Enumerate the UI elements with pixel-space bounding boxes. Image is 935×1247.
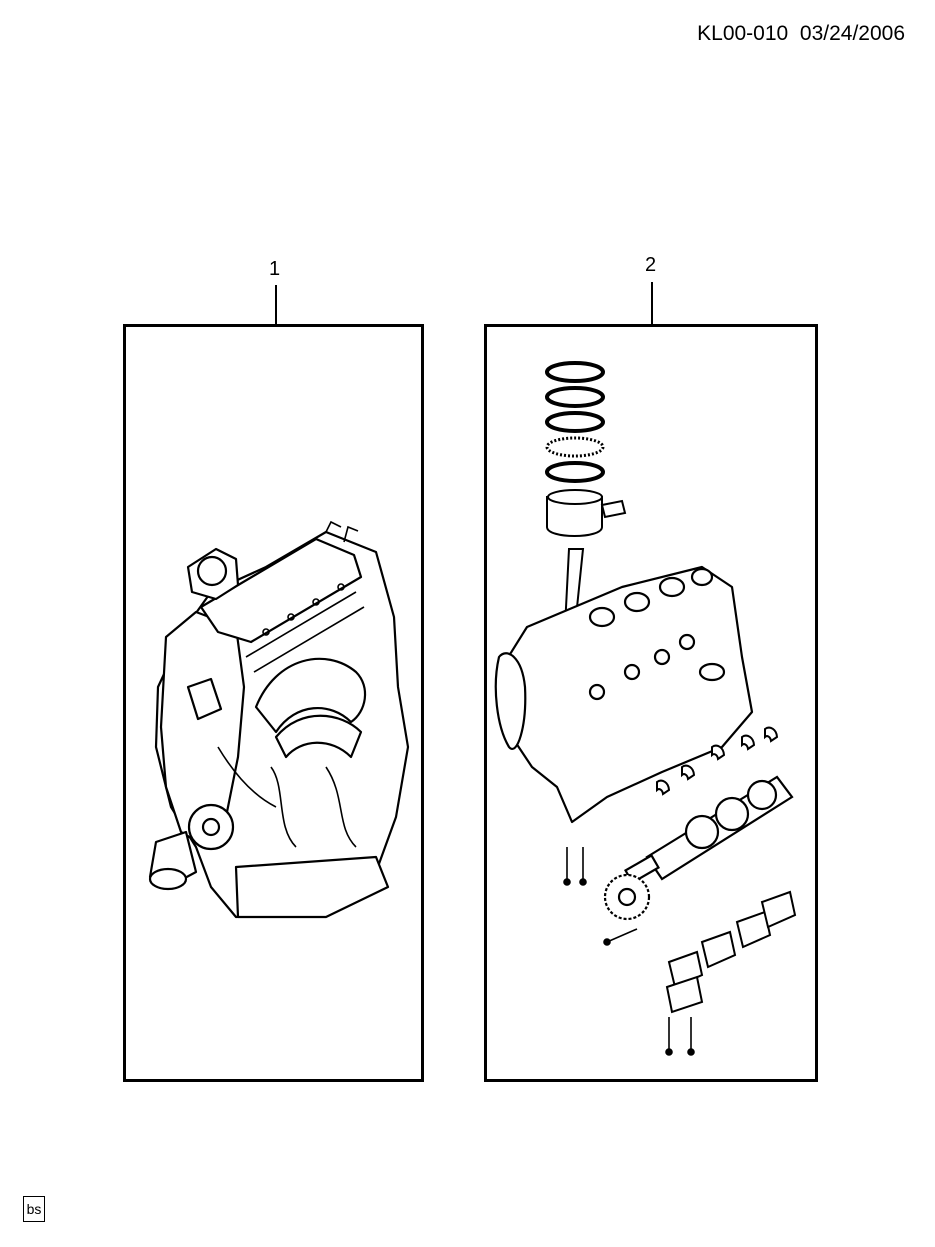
callout-number-1[interactable]: 1 [269,258,281,280]
bs-badge-label: bs [26,1201,42,1217]
bs-badge: bs [23,1196,45,1222]
panel-short-block[interactable] [484,324,818,1082]
short-block-illustration [494,361,797,1056]
callout-number-2[interactable]: 2 [645,254,657,276]
diagram-date: 03/24/2006 [799,22,905,45]
callout-leader-1 [275,285,277,326]
engine-assembly-illustration [148,520,410,919]
diagram-header: KL00-010 03/24/2006 [697,22,905,46]
diagram-code: KL00-010 [697,22,789,45]
piston-ring-icon [545,361,605,383]
panel-engine-assembly[interactable] [123,324,424,1082]
callout-leader-2 [651,282,653,326]
